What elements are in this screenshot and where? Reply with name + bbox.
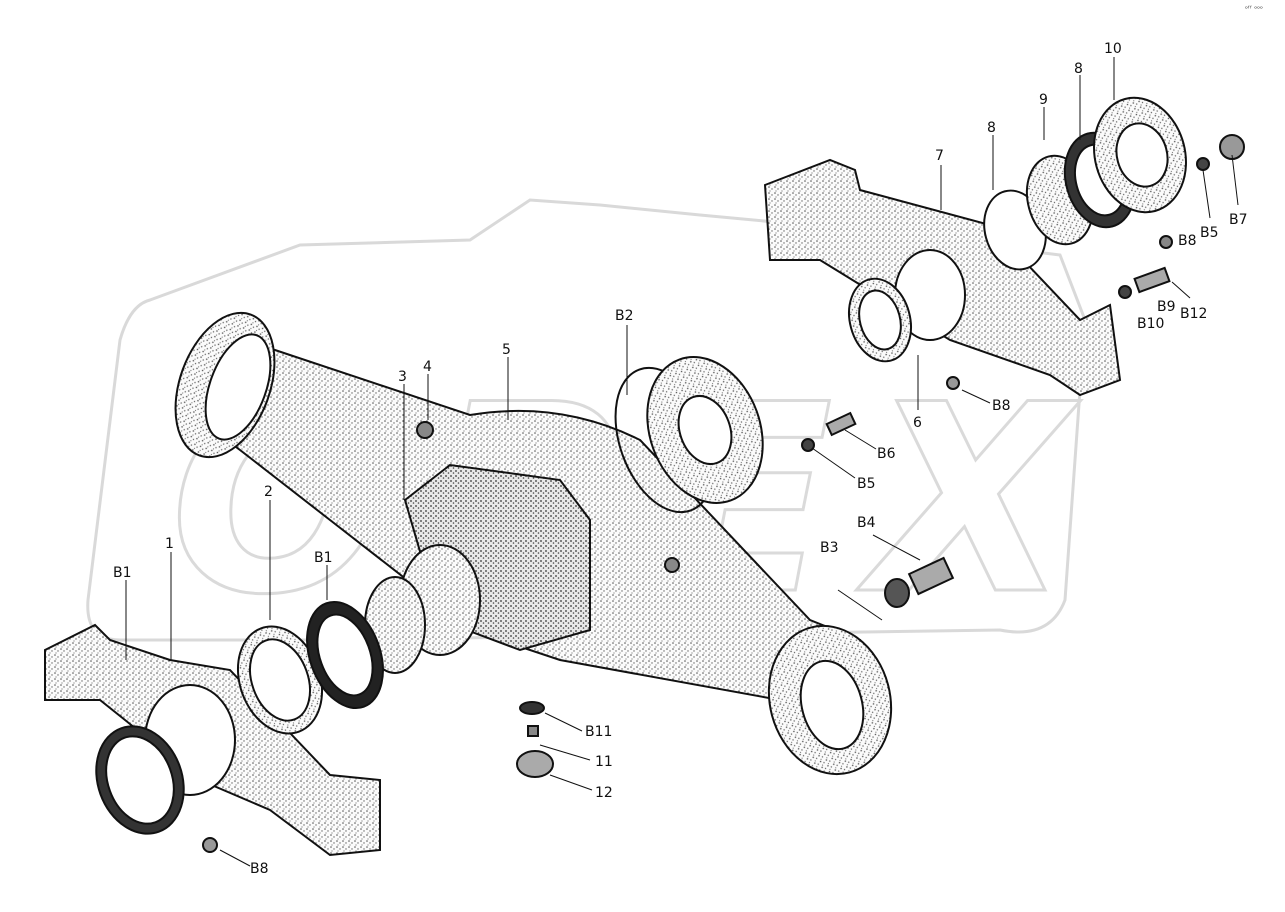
axle-housing bbox=[174, 311, 893, 776]
label-B3: B3 bbox=[820, 540, 839, 556]
label-4: 4 bbox=[423, 359, 432, 375]
label-7: 7 bbox=[935, 148, 944, 164]
label-1: 1 bbox=[165, 536, 174, 552]
label-5: 5 bbox=[502, 342, 511, 358]
label-3: 3 bbox=[398, 369, 407, 385]
label-11: 11 bbox=[595, 754, 613, 770]
right-bracket bbox=[763, 96, 1187, 397]
flange-assembly bbox=[614, 356, 764, 514]
label-8b: 8 bbox=[1074, 61, 1083, 77]
label-B8b: B8 bbox=[992, 398, 1011, 414]
label-12: 12 bbox=[595, 785, 613, 801]
small-parts bbox=[516, 134, 1245, 778]
part-labels: 1 2 3 4 5 6 7 8 8 9 10 11 12 B1 B1 B2 B3… bbox=[113, 5, 1263, 877]
label-B8a: B8 bbox=[250, 861, 269, 877]
label-2: 2 bbox=[264, 484, 273, 500]
label-B5a: B5 bbox=[857, 476, 876, 492]
label-B7: B7 bbox=[1229, 212, 1248, 228]
label-B8c: B8 bbox=[1178, 233, 1197, 249]
label-B12: B12 bbox=[1180, 306, 1207, 322]
label-B11: B11 bbox=[585, 724, 612, 740]
label-B5b: B5 bbox=[1200, 225, 1219, 241]
label-6: 6 bbox=[913, 415, 922, 431]
label-B6: B6 bbox=[877, 446, 896, 462]
label-10: 10 bbox=[1104, 41, 1122, 57]
label-9: 9 bbox=[1039, 92, 1048, 108]
left-bracket bbox=[44, 600, 384, 857]
label-B4: B4 bbox=[857, 515, 876, 531]
label-B1b: B1 bbox=[314, 550, 333, 566]
label-8a: 8 bbox=[987, 120, 996, 136]
label-B2: B2 bbox=[615, 308, 634, 324]
leader-lines bbox=[125, 57, 1239, 867]
label-B1a: B1 bbox=[113, 565, 132, 581]
corner-mark: ᵒᶠᶠ ᵒᵒᵒ bbox=[1245, 5, 1263, 13]
label-B10: B10 bbox=[1137, 316, 1164, 332]
label-B9: B9 bbox=[1157, 299, 1176, 315]
